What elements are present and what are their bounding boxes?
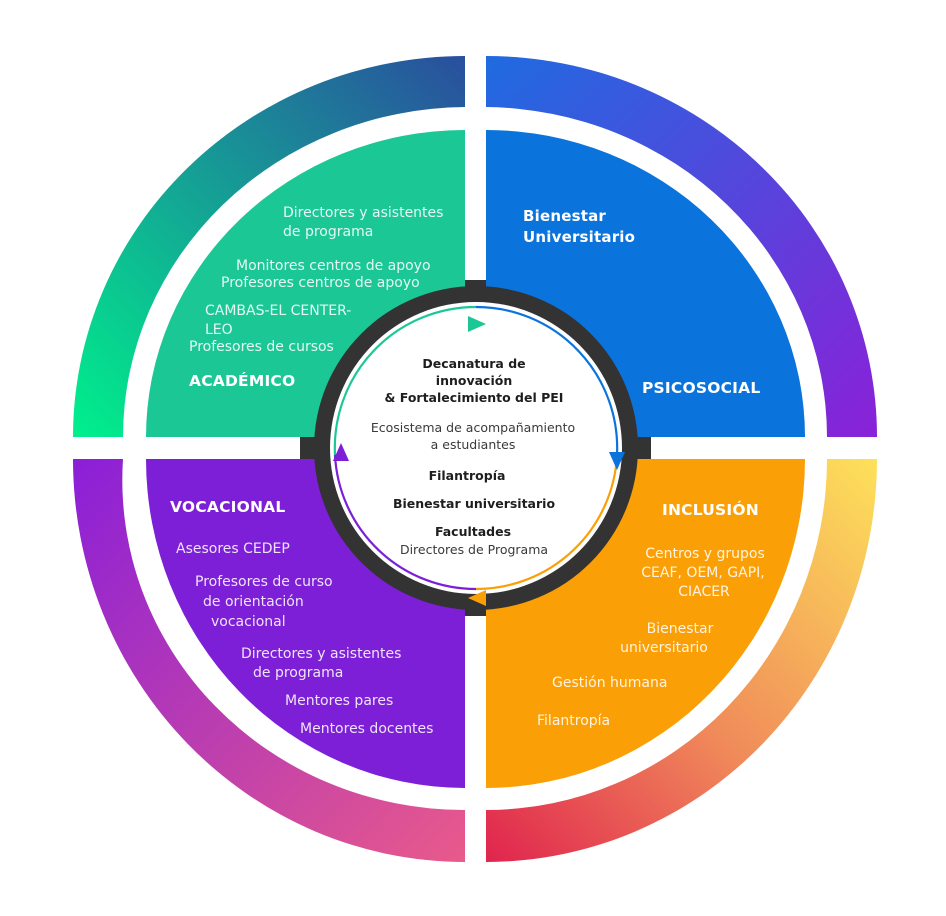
academico-item: LEO: [205, 322, 233, 338]
inclusion-item: CIACER: [678, 584, 730, 600]
vocacional-item: Mentores docentes: [300, 721, 434, 737]
center-entry-filantropia: Filantropía: [428, 468, 506, 483]
vocacional-item: Mentores pares: [285, 693, 394, 709]
academico-item: Profesores de cursos: [189, 339, 334, 355]
cycle-arrow-inclusion: [475, 454, 619, 591]
vocacional-item: Profesores de curso: [195, 574, 333, 590]
outer-ring-bottom-left: [73, 459, 465, 862]
center-facultades-detail: Directores de Programa: [399, 542, 549, 557]
center-subtitle-line: a estudiantes: [430, 437, 516, 452]
inclusion-item: CEAF, OEM, GAPI,: [641, 565, 765, 581]
academico-title: ACADÉMICO: [189, 372, 296, 390]
cycle-arrow-vocacional: [333, 454, 477, 591]
vocacional-item: de orientación: [203, 594, 304, 610]
center-entry-bienestar: Bienestar universitario: [392, 496, 556, 511]
outer-ring-top-left: [73, 56, 465, 437]
arrowhead-orange-icon: [468, 590, 486, 606]
academico-item: de programa: [283, 224, 374, 240]
psicosocial-item: Bienestar: [523, 207, 607, 225]
arrowhead-green-icon: [468, 316, 486, 332]
arrowhead-blue-icon: [609, 452, 625, 470]
center-heading-line: innovación: [435, 373, 513, 388]
vocacional-item: vocacional: [211, 614, 286, 630]
center-subtitle-line: Ecosistema de acompañamiento: [370, 420, 576, 435]
center-heading-line: Decanatura de: [422, 356, 526, 371]
inclusion-item: Bienestar: [646, 621, 714, 637]
center-entry-facultades: Facultades: [434, 524, 512, 539]
center-hub: [330, 302, 622, 594]
outer-ring-bottom-right: [486, 459, 877, 862]
vocacional-item: Asesores CEDEP: [176, 541, 290, 557]
inclusion-item: Filantropía: [537, 713, 611, 729]
inclusion-item: Centros y grupos: [645, 546, 765, 562]
cycle-arrow-academico: [333, 305, 477, 456]
inclusion-item: Gestión humana: [552, 675, 668, 691]
outer-ring-top-right: [486, 56, 877, 437]
vocacional-item: Directores y asistentes: [241, 646, 402, 662]
academico-item: Monitores centros de apoyo: [236, 258, 431, 274]
psicosocial-title: PSICOSOCIAL: [642, 379, 761, 397]
cycle-arrow-psicosocial: [475, 305, 619, 456]
psicosocial-item: Universitario: [523, 228, 636, 246]
center-heading-line: & Fortalecimiento del PEI: [384, 390, 564, 405]
inclusion-title: INCLUSIÓN: [662, 501, 759, 519]
academico-item: Directores y asistentes: [283, 205, 444, 221]
vocacional-item: de programa: [253, 665, 344, 681]
vocacional-title: VOCACIONAL: [170, 498, 286, 516]
inclusion-item: universitario: [620, 640, 708, 656]
academico-item: Profesores centros de apoyo: [221, 275, 420, 291]
arrowhead-purple-icon: [333, 443, 349, 461]
academico-item: CAMBAS-EL CENTER-: [205, 303, 352, 319]
